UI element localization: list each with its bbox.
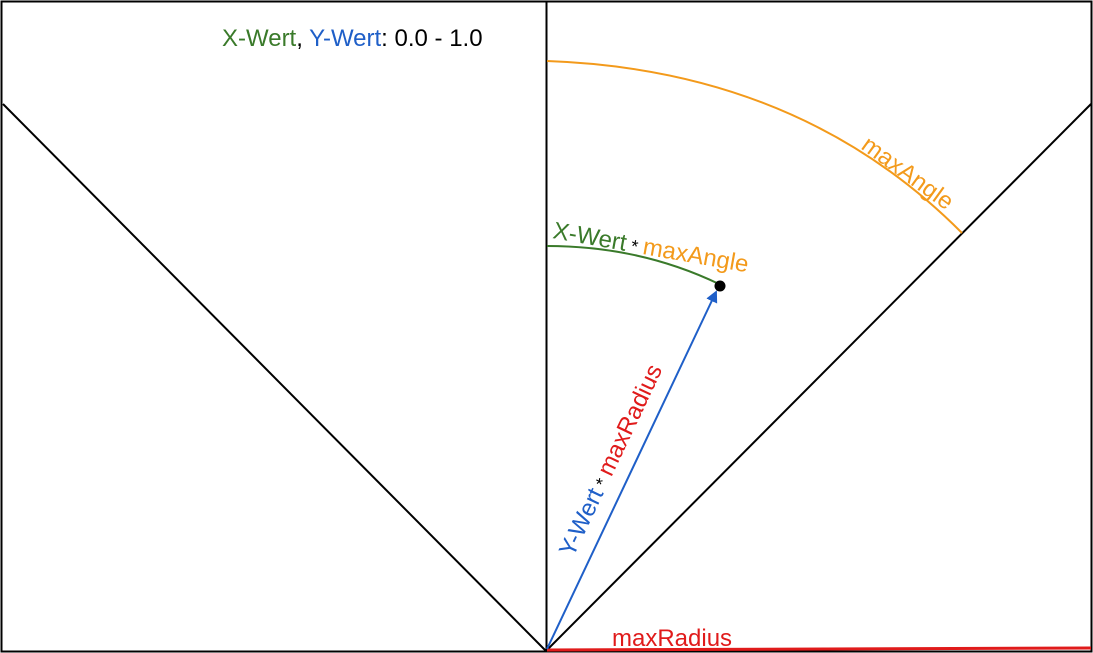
max-angle-label: maxAngle xyxy=(856,131,958,216)
y-term-y-label: Y-Wert xyxy=(554,484,609,561)
y-term-multiply: * xyxy=(589,471,614,495)
x-value-arc xyxy=(546,245,720,285)
max-radius-line xyxy=(546,646,1092,652)
y-term-max-radius: maxRadius xyxy=(592,360,668,480)
x-term-max-angle: maxAngle xyxy=(641,233,751,278)
header-x-label: X-Wert xyxy=(222,25,297,52)
header-separator: , xyxy=(296,25,309,52)
x-term-multiply: * xyxy=(624,235,644,258)
y-term-label: Y-Wert * maxRadius xyxy=(554,360,668,560)
x-term-x-label: X-Wert xyxy=(551,217,629,257)
header-y-label: Y-Wert xyxy=(309,25,381,52)
max-radius-label: maxRadius xyxy=(612,625,732,652)
left-boundary-line xyxy=(2,103,547,652)
header-label: X-Wert, Y-Wert: 0.0 - 1.0 xyxy=(222,25,483,52)
x-term-label: X-Wert * maxAngle xyxy=(551,217,751,278)
point-marker xyxy=(714,280,726,292)
max-angle-arc xyxy=(546,60,963,234)
y-value-vector xyxy=(546,290,718,650)
right-boundary-line xyxy=(545,103,1092,652)
header-range: : 0.0 - 1.0 xyxy=(381,25,482,52)
